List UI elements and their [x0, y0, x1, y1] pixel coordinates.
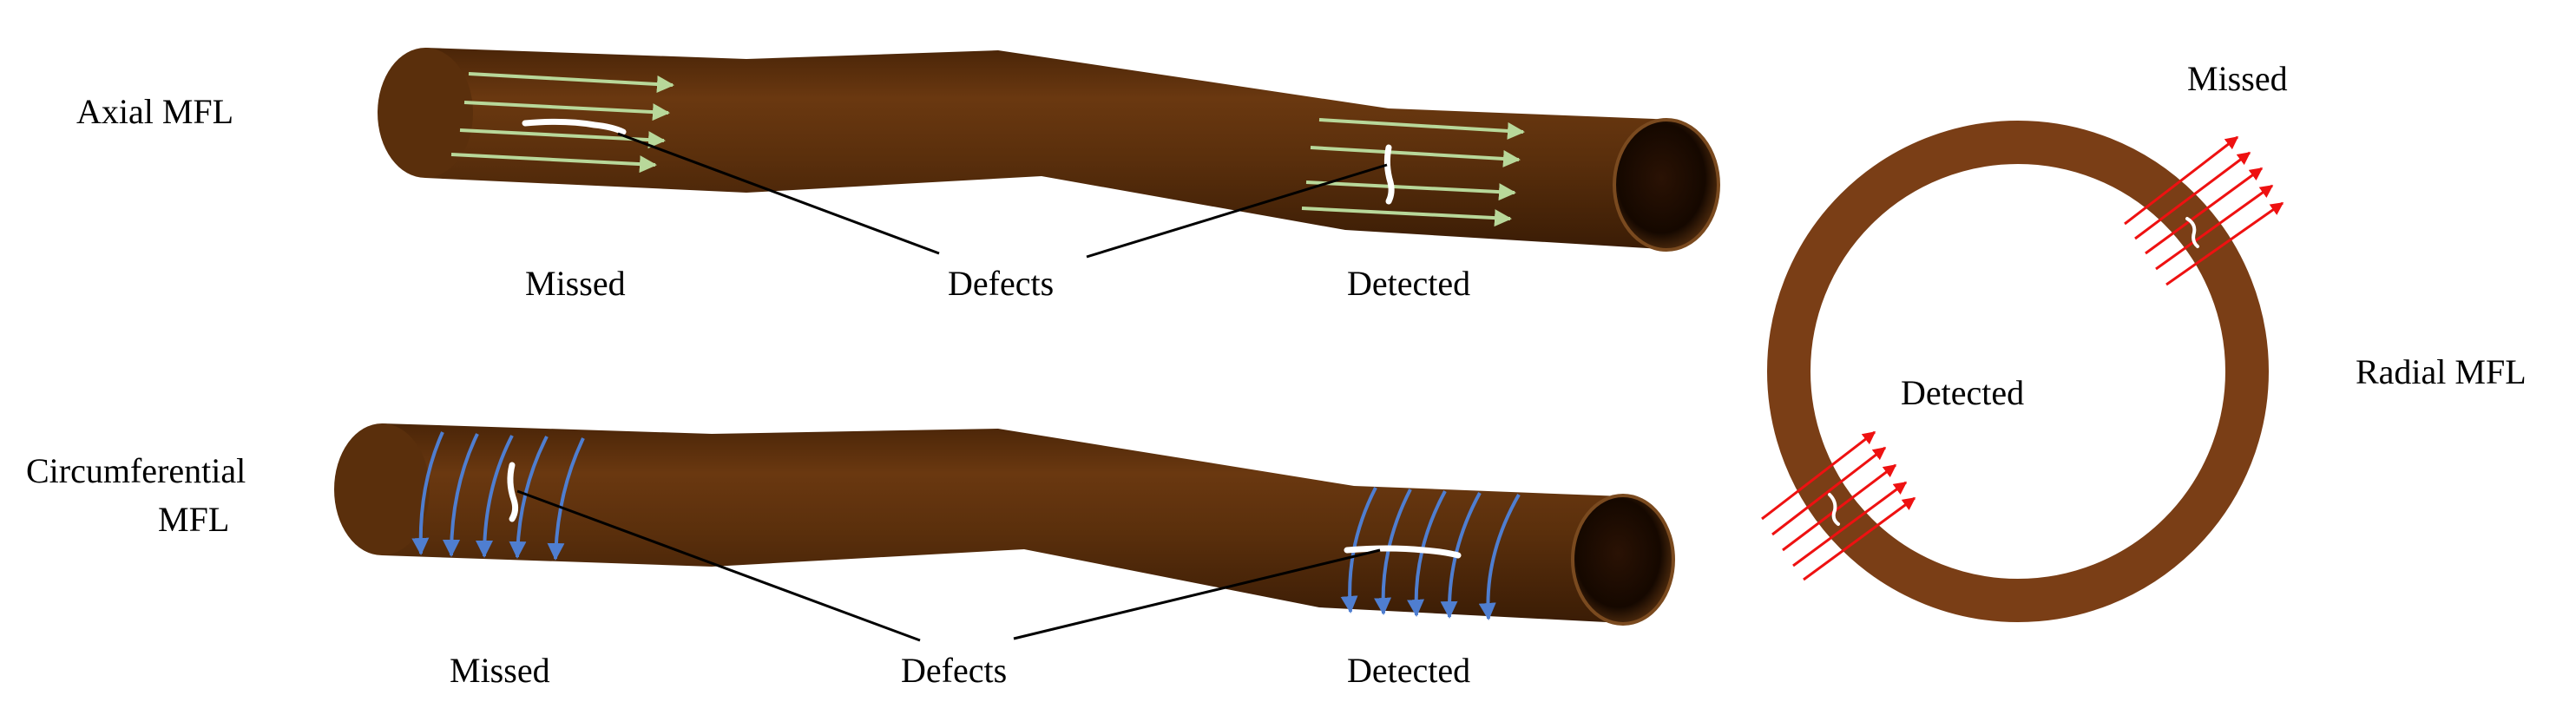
circumferential-pipe	[334, 423, 1675, 642]
circ-defects-label: Defects	[901, 651, 1007, 690]
circ-defect-missed	[507, 462, 519, 522]
axial-field-arrows-right	[1301, 118, 1525, 227]
axial-defects-label: Defects	[948, 264, 1054, 303]
axial-defect-detected	[1383, 144, 1395, 205]
axial-leader-line-right	[1086, 163, 1388, 259]
radial-ring	[1761, 121, 2284, 622]
axial-pipe-open-end	[1613, 118, 1720, 252]
circumferential-mfl-title-line1: Circumferential	[26, 451, 246, 490]
circ-leader-line-left	[516, 489, 921, 642]
radial-defect-missed	[2185, 217, 2199, 248]
axial-mfl-title: Axial MFL	[76, 92, 233, 131]
circ-pipe-body	[382, 423, 1623, 623]
circ-leader-line-right	[1013, 548, 1381, 640]
circ-detected-label: Detected	[1347, 651, 1470, 690]
axial-detected-label: Detected	[1347, 264, 1470, 303]
axial-leader-line-left	[617, 132, 940, 255]
axial-missed-label: Missed	[525, 264, 626, 303]
radial-defect-detected	[1828, 493, 1840, 526]
circ-missed-label: Missed	[450, 651, 550, 690]
radial-detected-label: Detected	[1901, 373, 2024, 412]
circ-defect-detected	[1344, 545, 1462, 559]
axial-pipe	[378, 48, 1720, 259]
circ-pipe-open-end	[1571, 494, 1675, 626]
axial-defect-missed	[522, 118, 627, 135]
axial-pipe-body	[425, 48, 1675, 250]
pipe-cross-section-ring	[1767, 121, 2269, 622]
radial-field-arrows-lower	[1761, 430, 1916, 581]
circ-pipe-left-cap	[334, 423, 430, 555]
radial-field-arrows-upper	[2124, 135, 2284, 286]
axial-pipe-left-cap	[378, 48, 473, 178]
radial-missed-label: Missed	[2187, 59, 2288, 98]
circumferential-mfl-title-line2: MFL	[158, 500, 229, 539]
axial-field-arrows-left	[450, 72, 674, 174]
radial-mfl-title: Radial MFL	[2356, 352, 2527, 391]
